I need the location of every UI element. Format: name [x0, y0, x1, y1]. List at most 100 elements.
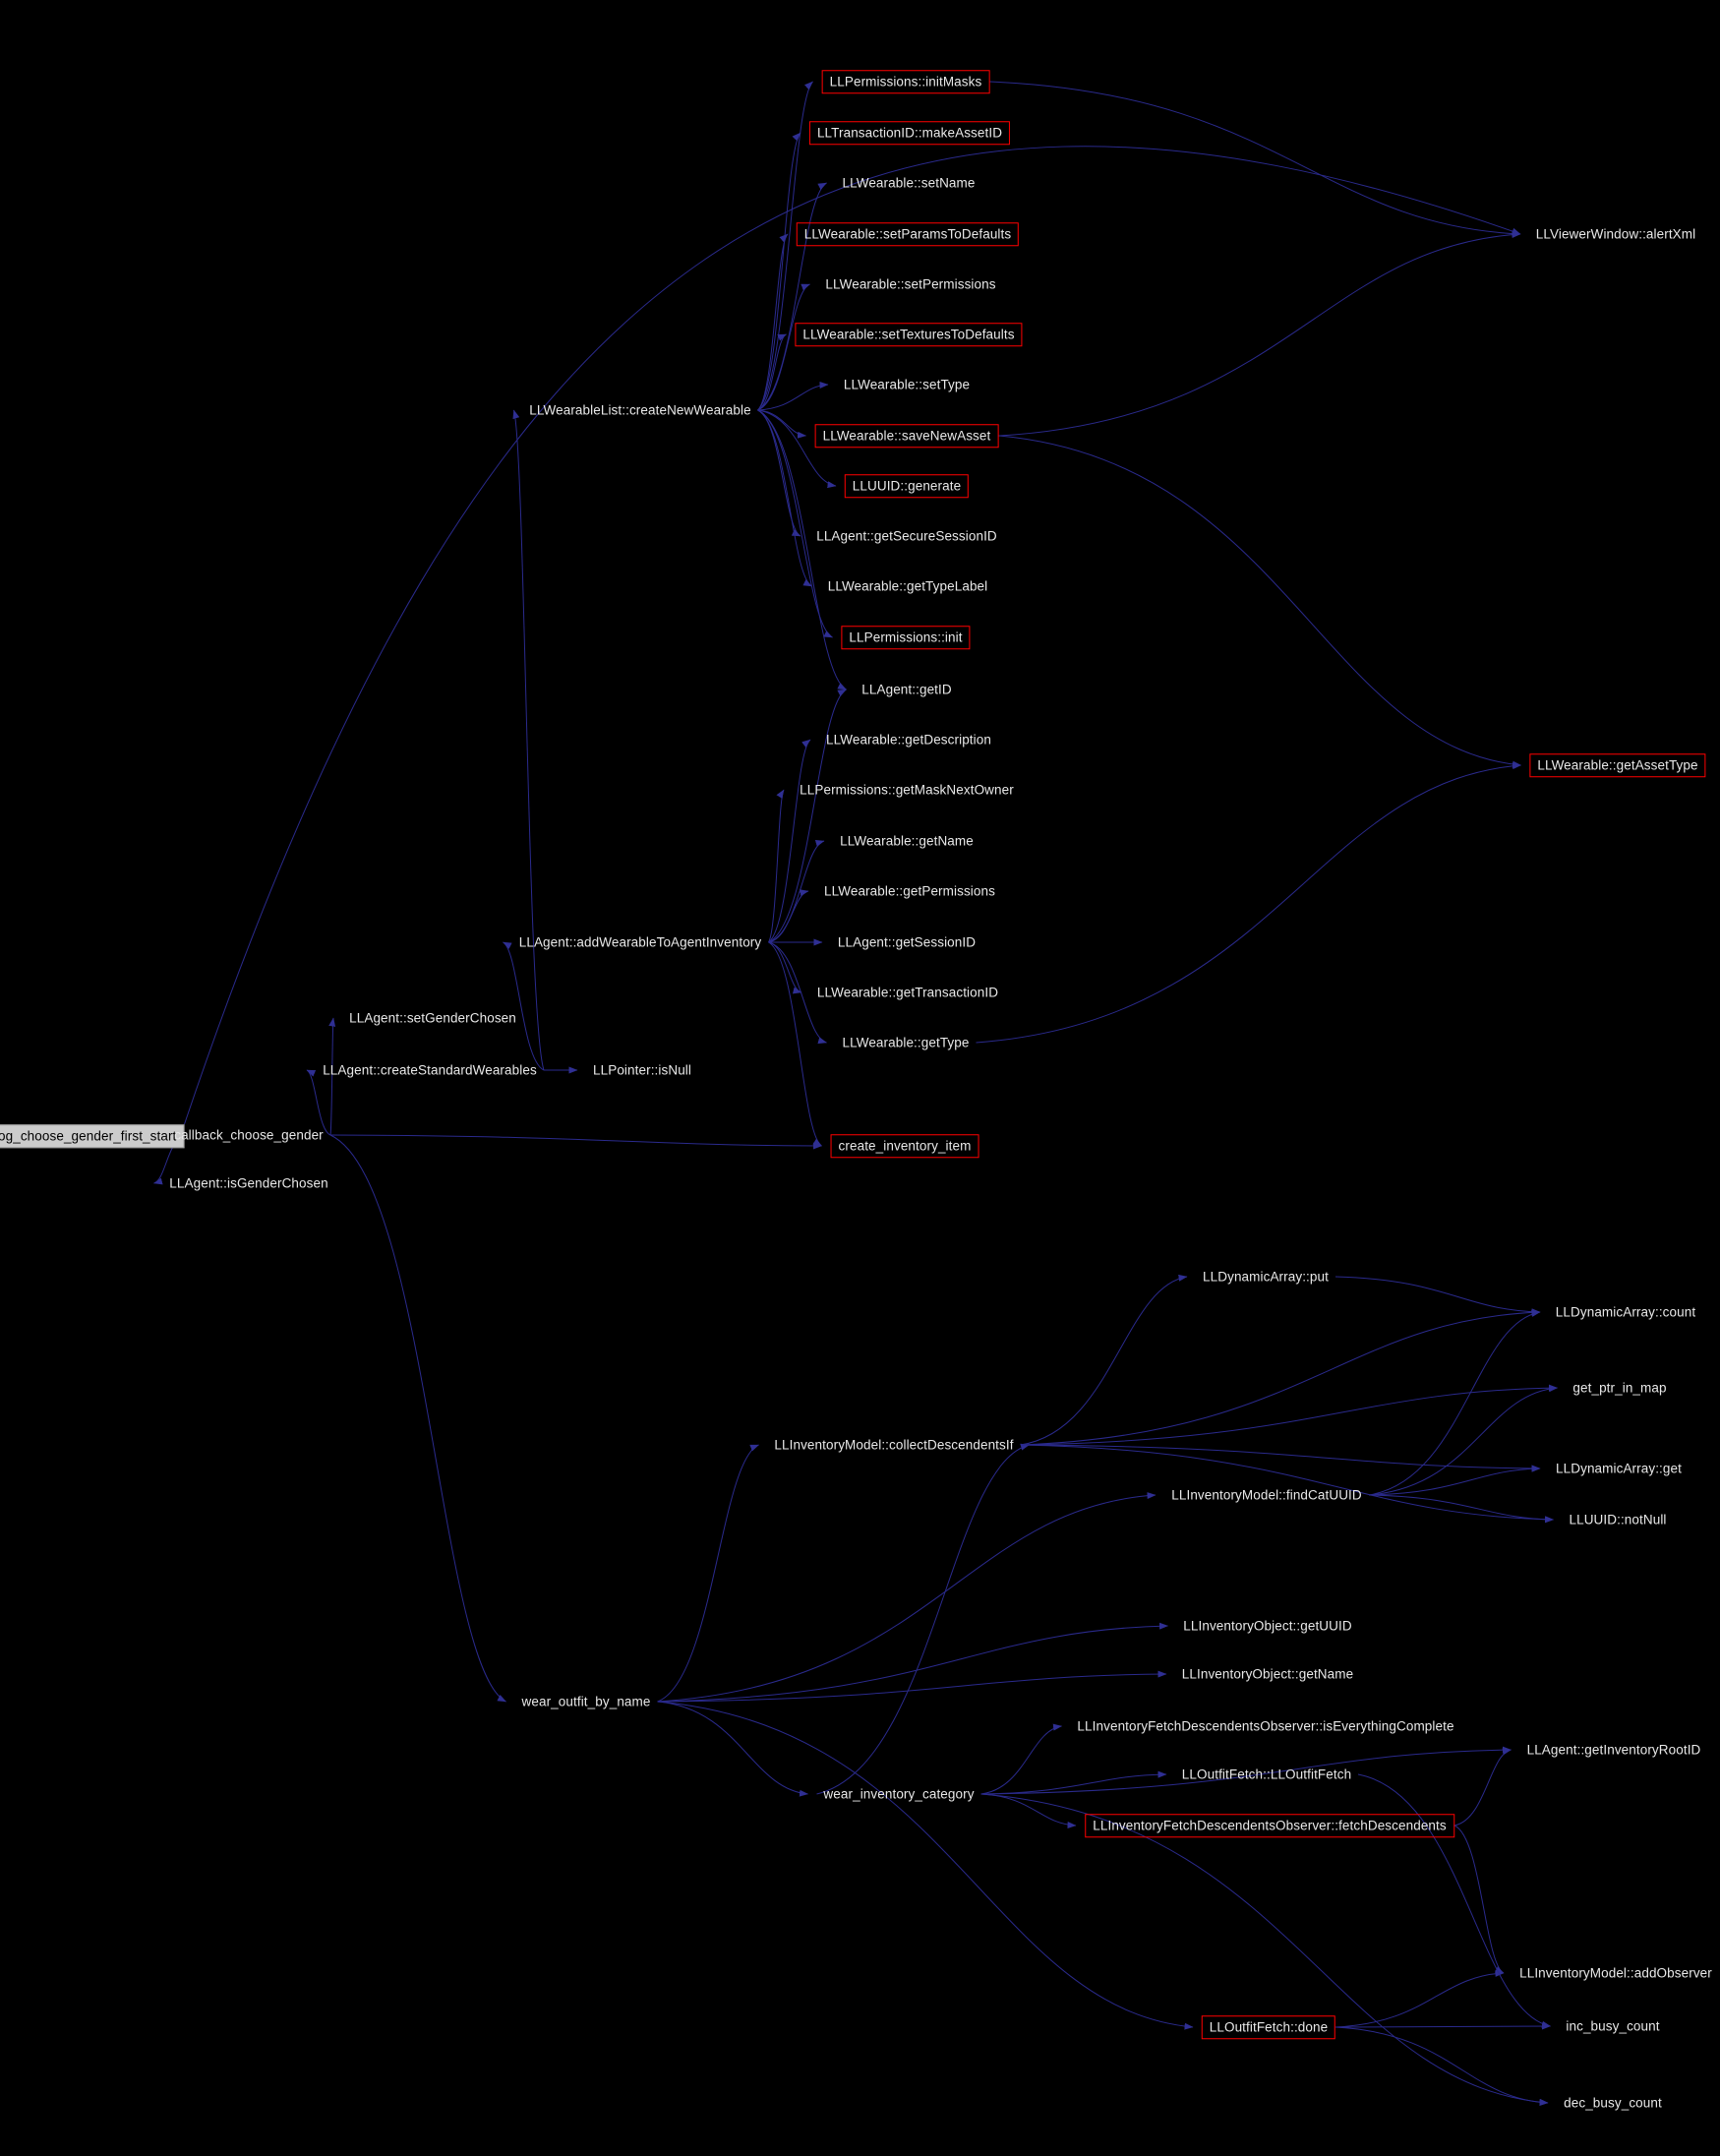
graph-edge [980, 1770, 1167, 1795]
graph-node[interactable]: LLUUID::generate [844, 474, 970, 498]
graph-node[interactable]: get_ptr_in_map [1572, 1380, 1667, 1396]
graph-node[interactable]: LLWearable::saveNewAsset [814, 424, 999, 448]
graph-node[interactable]: LLOutfitFetch::LLOutfitFetch [1181, 1767, 1352, 1782]
graph-node[interactable]: LLWearable::getName [840, 833, 974, 849]
graph-node[interactable]: LLWearable::setType [843, 377, 971, 392]
graph-edge [657, 1444, 759, 1703]
graph-edge [757, 132, 801, 411]
graph-node[interactable]: LLWearable::getTypeLabel [827, 578, 988, 594]
graph-node[interactable]: LLDynamicArray::get [1556, 1461, 1682, 1476]
graph-node[interactable]: wear_outfit_by_name [521, 1694, 651, 1709]
graph-edge [768, 689, 847, 943]
graph-edge [768, 941, 822, 1147]
graph-edge [757, 409, 847, 690]
graph-edge [768, 889, 809, 943]
graph-node[interactable]: LLInventoryFetchDescendentsObserver::isE… [1077, 1718, 1454, 1734]
graph-edge [980, 1793, 1077, 1829]
graph-edge [512, 409, 545, 1071]
graph-edge [503, 941, 545, 1071]
graph-node[interactable]: LLDynamicArray::count [1555, 1304, 1696, 1320]
graph-edge [757, 81, 813, 411]
graph-node[interactable]: LLAgent::setGenderChosen [349, 1010, 516, 1026]
graph-edge [1368, 1385, 1558, 1496]
graph-edge [1368, 1465, 1541, 1496]
graph-edge [768, 789, 785, 943]
graph-node[interactable]: LLOutfitFetch::done [1201, 2015, 1336, 2039]
graph-edge [757, 409, 837, 489]
graph-node[interactable]: LLUUID::notNull [1569, 1512, 1667, 1527]
graph-edge [768, 840, 825, 943]
graph-edge [816, 1443, 1030, 1795]
graph-node[interactable]: LLPermissions::init [841, 626, 971, 649]
graph-edge [329, 1134, 506, 1703]
graph-edge [1357, 1773, 1551, 2028]
graph-node[interactable]: LLAgent::getSessionID [837, 934, 977, 950]
graph-edge [657, 1701, 1194, 2030]
graph-edge [998, 435, 1521, 768]
graph-edge [1368, 1494, 1554, 1524]
graph-edge [757, 409, 812, 587]
graph-node[interactable]: LLWearable::setTexturesToDefaults [795, 323, 1023, 346]
graph-edge [980, 1793, 1549, 2106]
graph-node[interactable]: LLViewerWindow::alertXml [1535, 226, 1696, 242]
graph-node[interactable]: LLAgent::getID [861, 682, 952, 697]
graph-edge [657, 1622, 1168, 1703]
graph-node[interactable]: LLAgent::isGenderChosen [169, 1175, 328, 1191]
graph-edge [657, 1670, 1167, 1703]
graph-node[interactable]: LLAgent::createStandardWearables [323, 1062, 537, 1078]
graph-edge [989, 81, 1521, 238]
graph-edge [757, 182, 827, 411]
graph-node[interactable]: inc_busy_count [1566, 2018, 1660, 2034]
graph-edge [1020, 1444, 1554, 1524]
graph-node[interactable]: create_inventory_item [830, 1134, 979, 1158]
graph-node[interactable]: LLInventoryModel::findCatUUID [1171, 1487, 1362, 1503]
graph-node[interactable]: LLWearable::getTransactionID [816, 985, 999, 1000]
graph-node[interactable]: LLPermissions::initMasks [821, 70, 990, 93]
graph-node[interactable]: LLAgent::getInventoryRootID [1526, 1742, 1701, 1758]
graph-node[interactable]: LLTransactionID::makeAssetID [808, 121, 1011, 145]
graph-edge [1020, 1384, 1558, 1446]
graph-edge [757, 283, 810, 411]
graph-edge [1020, 1308, 1541, 1446]
graph-node[interactable]: LLWearable::getAssetType [1529, 753, 1706, 777]
graph-node[interactable]: LLInventoryFetchDescendentsObserver::fet… [1085, 1814, 1454, 1837]
graph-node[interactable]: LLPointer::isNull [593, 1062, 691, 1078]
graph-edge [980, 1723, 1062, 1795]
graph-node[interactable]: LLWearable::setPermissions [825, 276, 996, 292]
graph-edge [768, 739, 811, 943]
graph-edge [757, 382, 829, 411]
graph-node[interactable]: LLAgent::getSecureSessionID [816, 528, 997, 544]
graph-edge [1334, 1969, 1505, 2028]
graph-node[interactable]: LLWearable::getDescription [826, 732, 991, 748]
graph-node[interactable]: LLAgent::addWearableToAgentInventory [518, 934, 762, 950]
graph-node[interactable]: LLWearable::setName [842, 175, 976, 191]
graph-node[interactable]: LLDynamicArray::put [1203, 1269, 1329, 1285]
graph-edge [657, 1492, 1157, 1703]
graph-edge [1334, 1276, 1541, 1316]
graph-edge [998, 231, 1521, 437]
graph-node[interactable]: LLPermissions::getMaskNextOwner [800, 782, 1014, 798]
graph-edge [757, 333, 787, 411]
graph-edge [1368, 1309, 1541, 1496]
graph-edge [757, 409, 801, 537]
graph-node[interactable]: LLInventoryObject::getUUID [1183, 1618, 1352, 1634]
graph-node[interactable]: LLWearable::getPermissions [824, 883, 995, 899]
graph-node[interactable]: LLInventoryModel::addObserver [1519, 1965, 1712, 1981]
graph-node[interactable]: LLInventoryObject::getName [1181, 1666, 1354, 1682]
graph-node[interactable]: LLWearableList::createNewWearable [529, 402, 751, 418]
graph-edge [1334, 2022, 1551, 2030]
graph-edge [768, 941, 802, 994]
graph-node[interactable]: LLWearable::setParamsToDefaults [796, 222, 1020, 246]
graph-edge [757, 233, 789, 411]
graph-node[interactable]: LLInventoryModel::collectDescendentsIf [774, 1437, 1014, 1453]
graph-edge [1453, 1825, 1505, 1974]
graph-edge [1020, 1444, 1541, 1472]
graph-node[interactable]: dialog_choose_gender_first_start [0, 1124, 185, 1148]
graph-node[interactable]: callback_choose_gender [174, 1127, 324, 1143]
graph-node[interactable]: LLWearable::getType [842, 1035, 970, 1050]
graph-node[interactable]: dec_busy_count [1564, 2095, 1662, 2111]
graph-node[interactable]: wear_inventory_category [823, 1786, 975, 1802]
graph-edge [1453, 1748, 1512, 1827]
graph-edge [657, 1701, 808, 1797]
